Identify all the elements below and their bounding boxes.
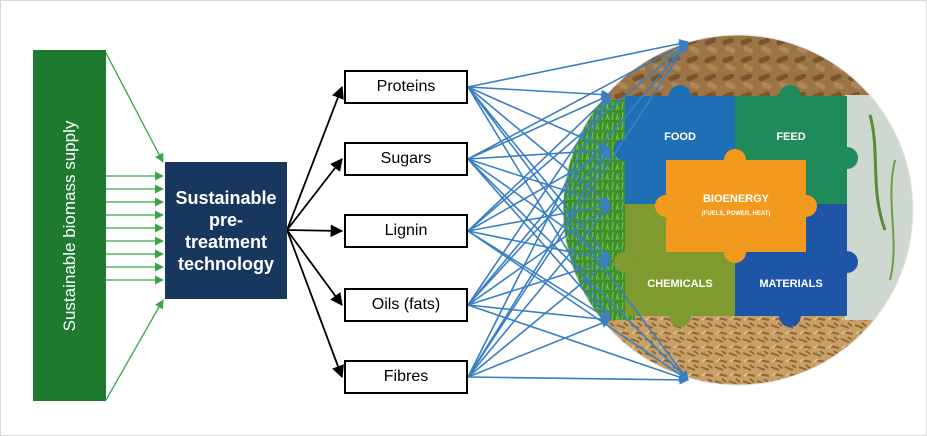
product-to-application-arrow (467, 41, 689, 378)
product-to-application-arrow (467, 201, 611, 232)
chemicals-label: CHEMICALS (647, 278, 712, 290)
technology-arrows (286, 85, 344, 379)
product-to-application-arrow (467, 39, 689, 88)
bioenergy-piece (666, 160, 806, 252)
product-fibres: Fibres (344, 360, 468, 394)
product-to-application-arrow (467, 86, 611, 151)
product-to-application-arrow (467, 86, 611, 321)
product-to-application-arrow (467, 41, 689, 232)
product-to-application-arrow (467, 145, 611, 160)
product-to-application-arrow (467, 94, 611, 306)
food-label: FOOD (664, 131, 696, 143)
puzzle: FOOD FEED BIOENERGY (FUELS, POWER, HEAT)… (614, 85, 858, 327)
product-to-application-arrow (467, 149, 611, 306)
pretreatment-technology-label: Sustainable pre-treatment technology (175, 187, 277, 274)
arrow-to-oils (286, 229, 343, 307)
product-to-application-arrow (467, 258, 611, 306)
product-oils: Oils (fats) (344, 288, 468, 322)
biomass-supply-box: Sustainable biomass supply (33, 50, 106, 401)
product-to-application-arrow (467, 375, 689, 385)
product-proteins: Proteins (344, 70, 468, 104)
product-to-application-arrow (467, 230, 611, 321)
arrow-to-lignin (286, 224, 344, 238)
bioenergy-sublabel: (FUELS, POWER, HEAT) (702, 211, 771, 217)
product-to-application-arrow (467, 86, 611, 261)
product-to-application-arrow (467, 86, 611, 206)
supply-arrow (105, 52, 164, 163)
product-to-application-arrow (467, 86, 689, 381)
materials-label: MATERIALS (759, 278, 822, 290)
bioenergy-label: BIOENERGY (703, 193, 770, 205)
product-arrows (467, 39, 689, 385)
supply-arrow (105, 299, 164, 401)
product-to-application-arrow (467, 41, 689, 306)
product-lignin: Lignin (344, 214, 468, 248)
product-to-application-arrow (467, 94, 611, 160)
product-to-application-arrow (467, 158, 611, 261)
product-to-application-arrow (467, 204, 611, 378)
product-to-application-arrow (467, 259, 611, 378)
product-to-application-arrow (467, 86, 611, 100)
product-to-application-arrow (467, 304, 611, 324)
product-sugars: Sugars (344, 142, 468, 176)
feed-label: FEED (776, 131, 805, 143)
product-to-application-arrow (467, 94, 611, 232)
supply-arrows (105, 52, 164, 401)
product-to-application-arrow (467, 318, 611, 378)
arrow-to-sugars (286, 158, 343, 231)
product-to-application-arrow (467, 204, 611, 306)
product-to-application-arrow (467, 230, 611, 263)
product-to-application-arrow (467, 41, 689, 160)
product-to-application-arrow (467, 158, 611, 321)
product-to-application-arrow (467, 230, 689, 381)
pretreatment-technology-box: Sustainable pre-treatment technology (165, 162, 287, 299)
product-to-application-arrow (467, 94, 611, 378)
arrow-to-fibres (286, 229, 344, 379)
product-to-application-arrow (467, 149, 611, 378)
arrow-to-proteins (286, 85, 344, 231)
